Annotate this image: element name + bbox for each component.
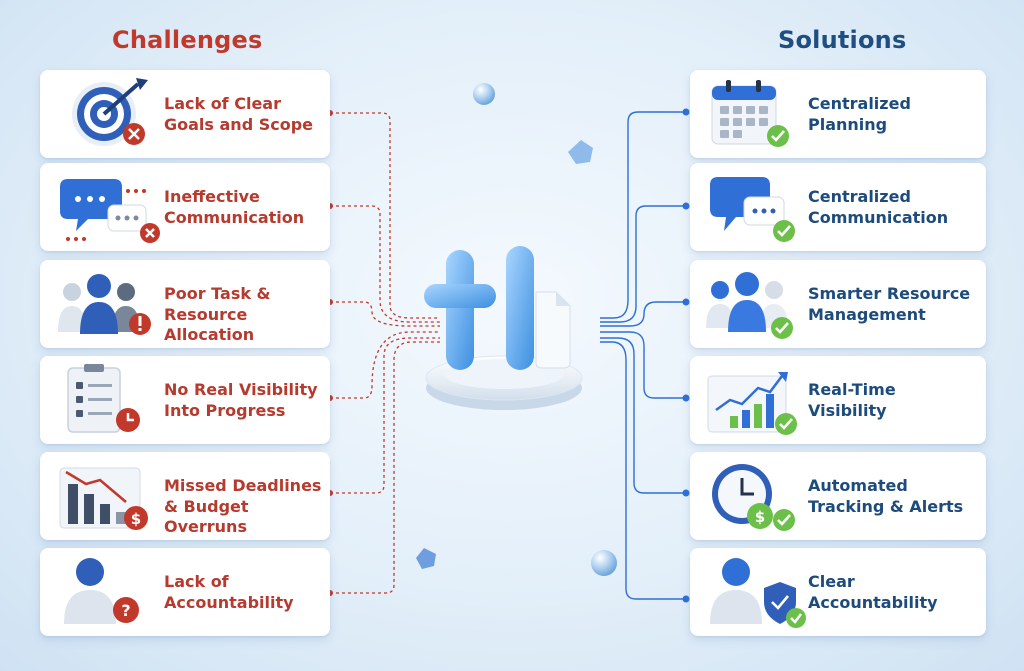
solution-label-line1: Automated <box>808 476 908 495</box>
team-icon <box>58 274 151 335</box>
challenge-label-line1: Lack of <box>164 572 229 591</box>
svg-text:$: $ <box>755 508 765 526</box>
svg-text:?: ? <box>121 601 130 620</box>
calendar-icon <box>711 80 789 147</box>
wire-dot <box>682 108 690 116</box>
wire-challenge-6 <box>330 341 440 594</box>
user-shield-icon <box>710 558 806 628</box>
wire-solution-3 <box>600 301 686 327</box>
solution-card-6: Clear Accountability <box>690 548 986 636</box>
solution-label-line1: Centralized <box>808 187 911 206</box>
wire-challenge-4 <box>330 331 440 399</box>
solution-card-3: Smarter Resource Management <box>690 260 986 348</box>
wire-challenge-2 <box>330 205 440 323</box>
declining-chart-icon: $ <box>59 467 148 530</box>
solution-card-4: Real-Time Visibility <box>690 356 986 444</box>
challenge-label-line2: Resource Allocation <box>164 304 255 345</box>
wire-solution-5 <box>600 337 686 494</box>
solutions-heading: Solutions <box>778 26 907 54</box>
wire-challenge-1 <box>330 112 440 319</box>
challenge-card-4: No Real Visibility Into Progress <box>40 356 330 444</box>
challenge-card-5: $ Missed Deadlines & Budget Overruns <box>40 452 330 540</box>
solution-label-line2: Accountability <box>808 592 938 612</box>
tl-logo-icon <box>424 246 583 410</box>
challenge-label-line1: Lack of Clear <box>164 94 281 113</box>
challenges-heading: Challenges <box>112 26 263 54</box>
wire-solution-6 <box>600 341 686 600</box>
decor-cube <box>416 548 436 569</box>
challenge-card-1: Lack of Clear Goals and Scope <box>40 70 330 158</box>
solution-label-line1: Smarter Resource <box>808 284 971 303</box>
solution-label-line2: Management <box>808 304 926 324</box>
solution-label-line2: Visibility <box>808 400 887 420</box>
solution-label-line1: Clear <box>808 572 855 591</box>
challenge-card-3: Poor Task & Resource Allocation <box>40 260 330 348</box>
growth-chart-icon <box>707 372 797 435</box>
challenge-label-line2: & Budget Overruns <box>164 496 249 537</box>
decor-sphere <box>591 550 617 576</box>
solution-label-line2: Communication <box>808 207 949 227</box>
challenge-card-2: Ineffective Communication <box>40 163 330 251</box>
wire-solution-2 <box>600 205 686 323</box>
wire-challenge-3 <box>330 301 440 327</box>
wire-dot <box>682 394 690 402</box>
challenge-label-line2: Goals and Scope <box>164 114 314 134</box>
user-question-icon: ? <box>64 558 139 624</box>
wire-challenge-5 <box>330 337 440 494</box>
wire-solution-1 <box>600 111 686 319</box>
solution-card-1: Centralized Planning <box>690 70 986 158</box>
solution-card-2: Centralized Communication <box>690 163 986 251</box>
wire-solution-4 <box>600 331 686 399</box>
wire-dot <box>682 489 690 497</box>
target-icon <box>72 78 148 146</box>
wire-dot <box>682 595 690 603</box>
challenge-label-line2: Communication <box>164 207 305 227</box>
solution-card-5: $ Automated Tracking & Alerts <box>690 452 986 540</box>
chat-bubbles-icon <box>710 177 795 242</box>
challenge-label-line1: No Real Visibility <box>164 380 318 399</box>
team-icon <box>706 272 793 339</box>
clock-dollar-icon: $ <box>712 464 795 531</box>
solution-label-line1: Centralized <box>808 94 911 113</box>
solution-label-line2: Planning <box>808 114 888 134</box>
svg-text:$: $ <box>131 510 141 528</box>
wire-dot <box>682 298 690 306</box>
challenge-label-line2: Into Progress <box>164 400 286 420</box>
challenge-label-line1: Missed Deadlines <box>164 476 322 495</box>
chat-bubbles-icon <box>60 179 160 243</box>
solution-label-line1: Real-Time <box>808 380 896 399</box>
decor-cube <box>568 140 593 164</box>
challenge-label-line1: Poor Task & <box>164 284 271 303</box>
solution-label-line2: Tracking & Alerts <box>808 496 964 516</box>
challenge-card-6: ? Lack of Accountability <box>40 548 330 636</box>
decor-sphere <box>473 83 495 105</box>
challenge-label-line2: Accountability <box>164 592 294 612</box>
checklist-icon <box>67 364 140 433</box>
wire-dot <box>682 202 690 210</box>
challenge-label-line1: Ineffective <box>164 187 260 206</box>
